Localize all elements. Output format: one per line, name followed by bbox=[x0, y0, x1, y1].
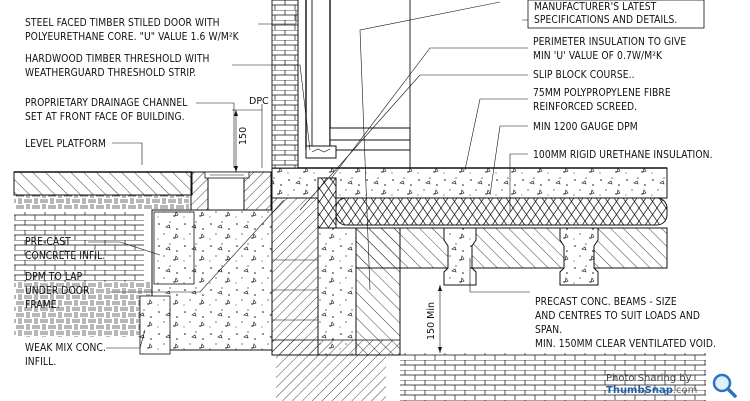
label-beams-1: PRECAST CONC. BEAMS - SIZE bbox=[535, 297, 677, 308]
dpc-label: DPC bbox=[249, 96, 269, 107]
label-level-platform: LEVEL PLATFORM bbox=[25, 139, 106, 150]
level-platform bbox=[13, 171, 193, 196]
precast-beam-1 bbox=[443, 227, 477, 286]
ground-zone bbox=[14, 195, 706, 401]
dimension-150-min: 150 Min bbox=[426, 285, 442, 353]
label-drain-1: PROPRIETARY DRAINAGE CHANNEL bbox=[25, 98, 188, 109]
label-threshold-2: WEATHERGUARD THRESHOLD STRIP. bbox=[25, 68, 196, 79]
label-dpm-3: FRAME. bbox=[25, 300, 60, 311]
annotations-left: STEEL FACED TIMBER STILED DOOR WITH POLY… bbox=[25, 18, 240, 368]
label-screed-1: 75MM POLYPROPYLENE FIBRE bbox=[533, 88, 671, 99]
beam-block-band bbox=[355, 227, 668, 269]
label-void: MIN. 150MM CLEAR VENTILATED VOID. bbox=[535, 339, 716, 350]
label-weak-mix-2: INFILL. bbox=[25, 357, 56, 368]
ground-mid-lower bbox=[276, 355, 386, 401]
precast-beam-2 bbox=[559, 227, 599, 286]
label-drain-2: SET AT FRONT FACE OF BUILDING. bbox=[25, 112, 185, 123]
threshold-strip bbox=[305, 145, 337, 159]
label-manufacturer-2: SPECIFICATIONS AND DETAILS. bbox=[534, 15, 677, 26]
dim-150-min-label: 150 Min bbox=[426, 302, 437, 340]
label-dpm-2: UNDER DOOR bbox=[25, 286, 90, 297]
label-beams-2: AND CENTRES TO SUIT LOADS AND bbox=[535, 311, 700, 322]
ground-left-brick bbox=[14, 212, 144, 282]
label-dpm-gauge: MIN 1200 GAUGE DPM bbox=[533, 122, 638, 133]
label-screed-2: REINFORCED SCREED. bbox=[533, 102, 637, 113]
label-weak-mix-1: WEAK MIX CONC. bbox=[25, 343, 106, 354]
label-perimeter-1: PERIMETER INSULATION TO GIVE bbox=[533, 37, 686, 48]
ground-left-upper bbox=[14, 195, 189, 209]
label-urethane: 100MM RIGID URETHANE INSULATION. bbox=[533, 150, 713, 161]
label-door-2: POLYEURETHANE CORE. "U" VALUE 1.6 W/M²K bbox=[25, 32, 240, 43]
dim-150-label: 150 bbox=[238, 127, 249, 145]
perimeter-insulation bbox=[317, 177, 337, 229]
label-door-1: STEEL FACED TIMBER STILED DOOR WITH bbox=[25, 18, 220, 29]
precast-concrete-infill bbox=[139, 209, 273, 355]
dimension-dpc-150: DPC 150 bbox=[232, 96, 269, 172]
label-manufacturer-1: MANUFACTURER'S LATEST bbox=[534, 2, 657, 13]
magnifier-icon bbox=[712, 373, 737, 398]
annotations-right: MANUFACTURER'S LATEST SPECIFICATIONS AND… bbox=[527, 0, 716, 350]
label-beams-3: SPAN. bbox=[535, 325, 562, 336]
label-precast-2: CONCRETE INFIL. bbox=[25, 251, 105, 262]
watermark-brand: ThumbSnap.com bbox=[606, 385, 698, 396]
label-precast-1: PRE-CAST bbox=[25, 237, 71, 248]
ground-left-lower bbox=[14, 282, 154, 337]
ground-right-lower bbox=[400, 353, 706, 401]
thumbsnap-watermark[interactable]: Photo Sharing by ThumbSnap.com bbox=[606, 373, 738, 399]
label-slip-block: SLIP BLOCK COURSE.. bbox=[533, 70, 635, 81]
label-dpm-1: DPM TO LAP bbox=[25, 272, 83, 283]
label-threshold-1: HARDWOOD TIMBER THRESHOLD WITH bbox=[25, 54, 210, 65]
label-perimeter-2: MIN 'U' VALUE OF 0.7W/M²K bbox=[533, 51, 663, 62]
floor-slab bbox=[271, 167, 668, 286]
watermark-caption: Photo Sharing by bbox=[606, 373, 692, 384]
door-frame bbox=[271, 0, 411, 169]
screed-layer bbox=[271, 167, 668, 199]
rigid-insulation bbox=[335, 197, 668, 226]
